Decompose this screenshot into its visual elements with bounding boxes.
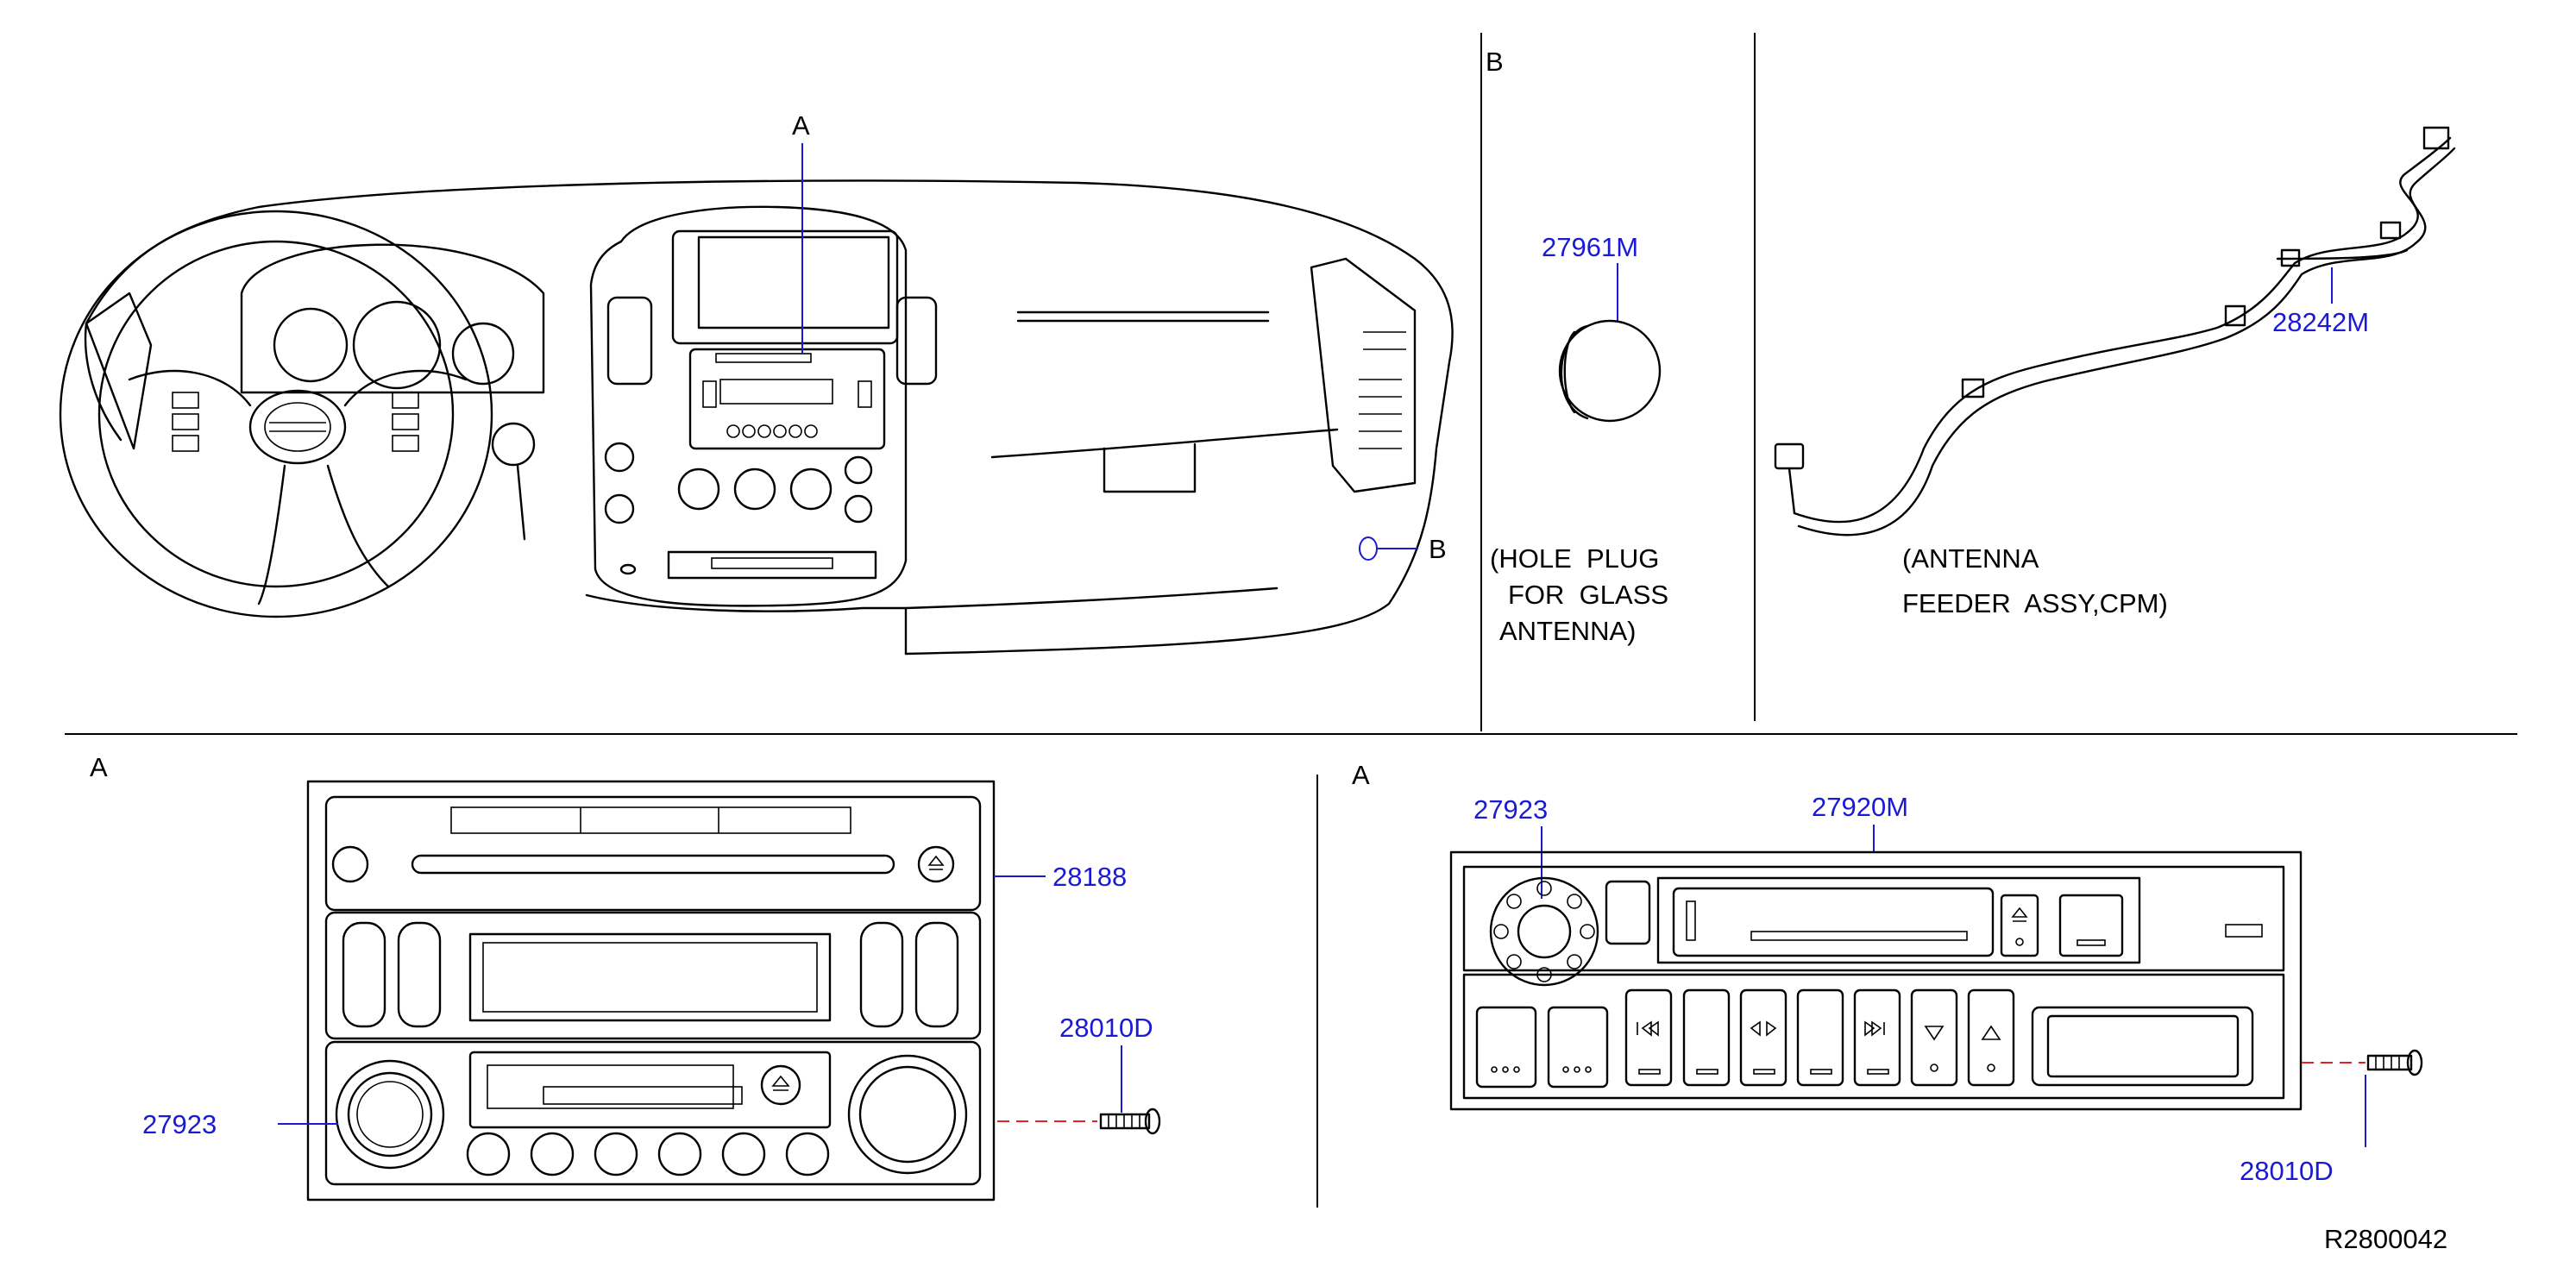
- radio-unit-part-number: 27920M: [1812, 792, 1908, 822]
- hole-plug-desc-2: FOR GLASS: [1508, 580, 1668, 610]
- panel-b-title: B: [1486, 47, 1504, 77]
- radio-faceplate-drawing: [306, 780, 996, 1202]
- radio-faceplate-part-number: 28188: [1052, 862, 1127, 892]
- knob-a2-part-number: 27923: [1473, 794, 1548, 825]
- callout-a-label: A: [792, 110, 810, 141]
- screw-a2-drawing: [2366, 1049, 2423, 1076]
- antenna-feeder-panel: 28242M (ANTENNA FEEDER ASSY,CPM): [1774, 126, 2456, 618]
- panel-a2: A 27923 27920M: [1352, 760, 2423, 1186]
- panel-separators: [65, 33, 2517, 1208]
- panel-a1: A: [90, 752, 1161, 1202]
- callout-b-label: B: [1429, 534, 1447, 564]
- antenna-feeder-part-number: 28242M: [2272, 307, 2369, 337]
- antenna-feeder-drawing: [1774, 126, 2456, 536]
- panel-a2-title: A: [1352, 760, 1370, 790]
- callout-b: B: [1359, 534, 1447, 564]
- hole-plug-desc-3: ANTENNA): [1499, 616, 1636, 646]
- panel-b: B 27961M (HOLE PLUG FOR GLASS ANTENNA): [1486, 47, 1668, 646]
- hole-plug-drawing: [1558, 319, 1662, 423]
- dashboard-illustration: [59, 179, 1454, 656]
- screw-a1-part-number: 28010D: [1059, 1013, 1153, 1043]
- antenna-feeder-desc-2: FEEDER ASSY,CPM): [1902, 588, 2168, 618]
- panel-a1-title: A: [90, 752, 108, 782]
- antenna-feeder-desc-1: (ANTENNA: [1902, 543, 2039, 574]
- hole-plug-desc-1: (HOLE PLUG: [1490, 543, 1659, 574]
- screw-a1-drawing: [1099, 1107, 1161, 1135]
- radio-unit-drawing: [1449, 850, 2303, 1111]
- callout-a: A: [792, 110, 810, 354]
- screw-a2-part-number: 28010D: [2240, 1156, 2334, 1186]
- diagram-id: R2800042: [2324, 1224, 2447, 1254]
- knob-a1-part-number: 27923: [142, 1109, 217, 1139]
- hole-plug-part-number: 27961M: [1542, 232, 1638, 262]
